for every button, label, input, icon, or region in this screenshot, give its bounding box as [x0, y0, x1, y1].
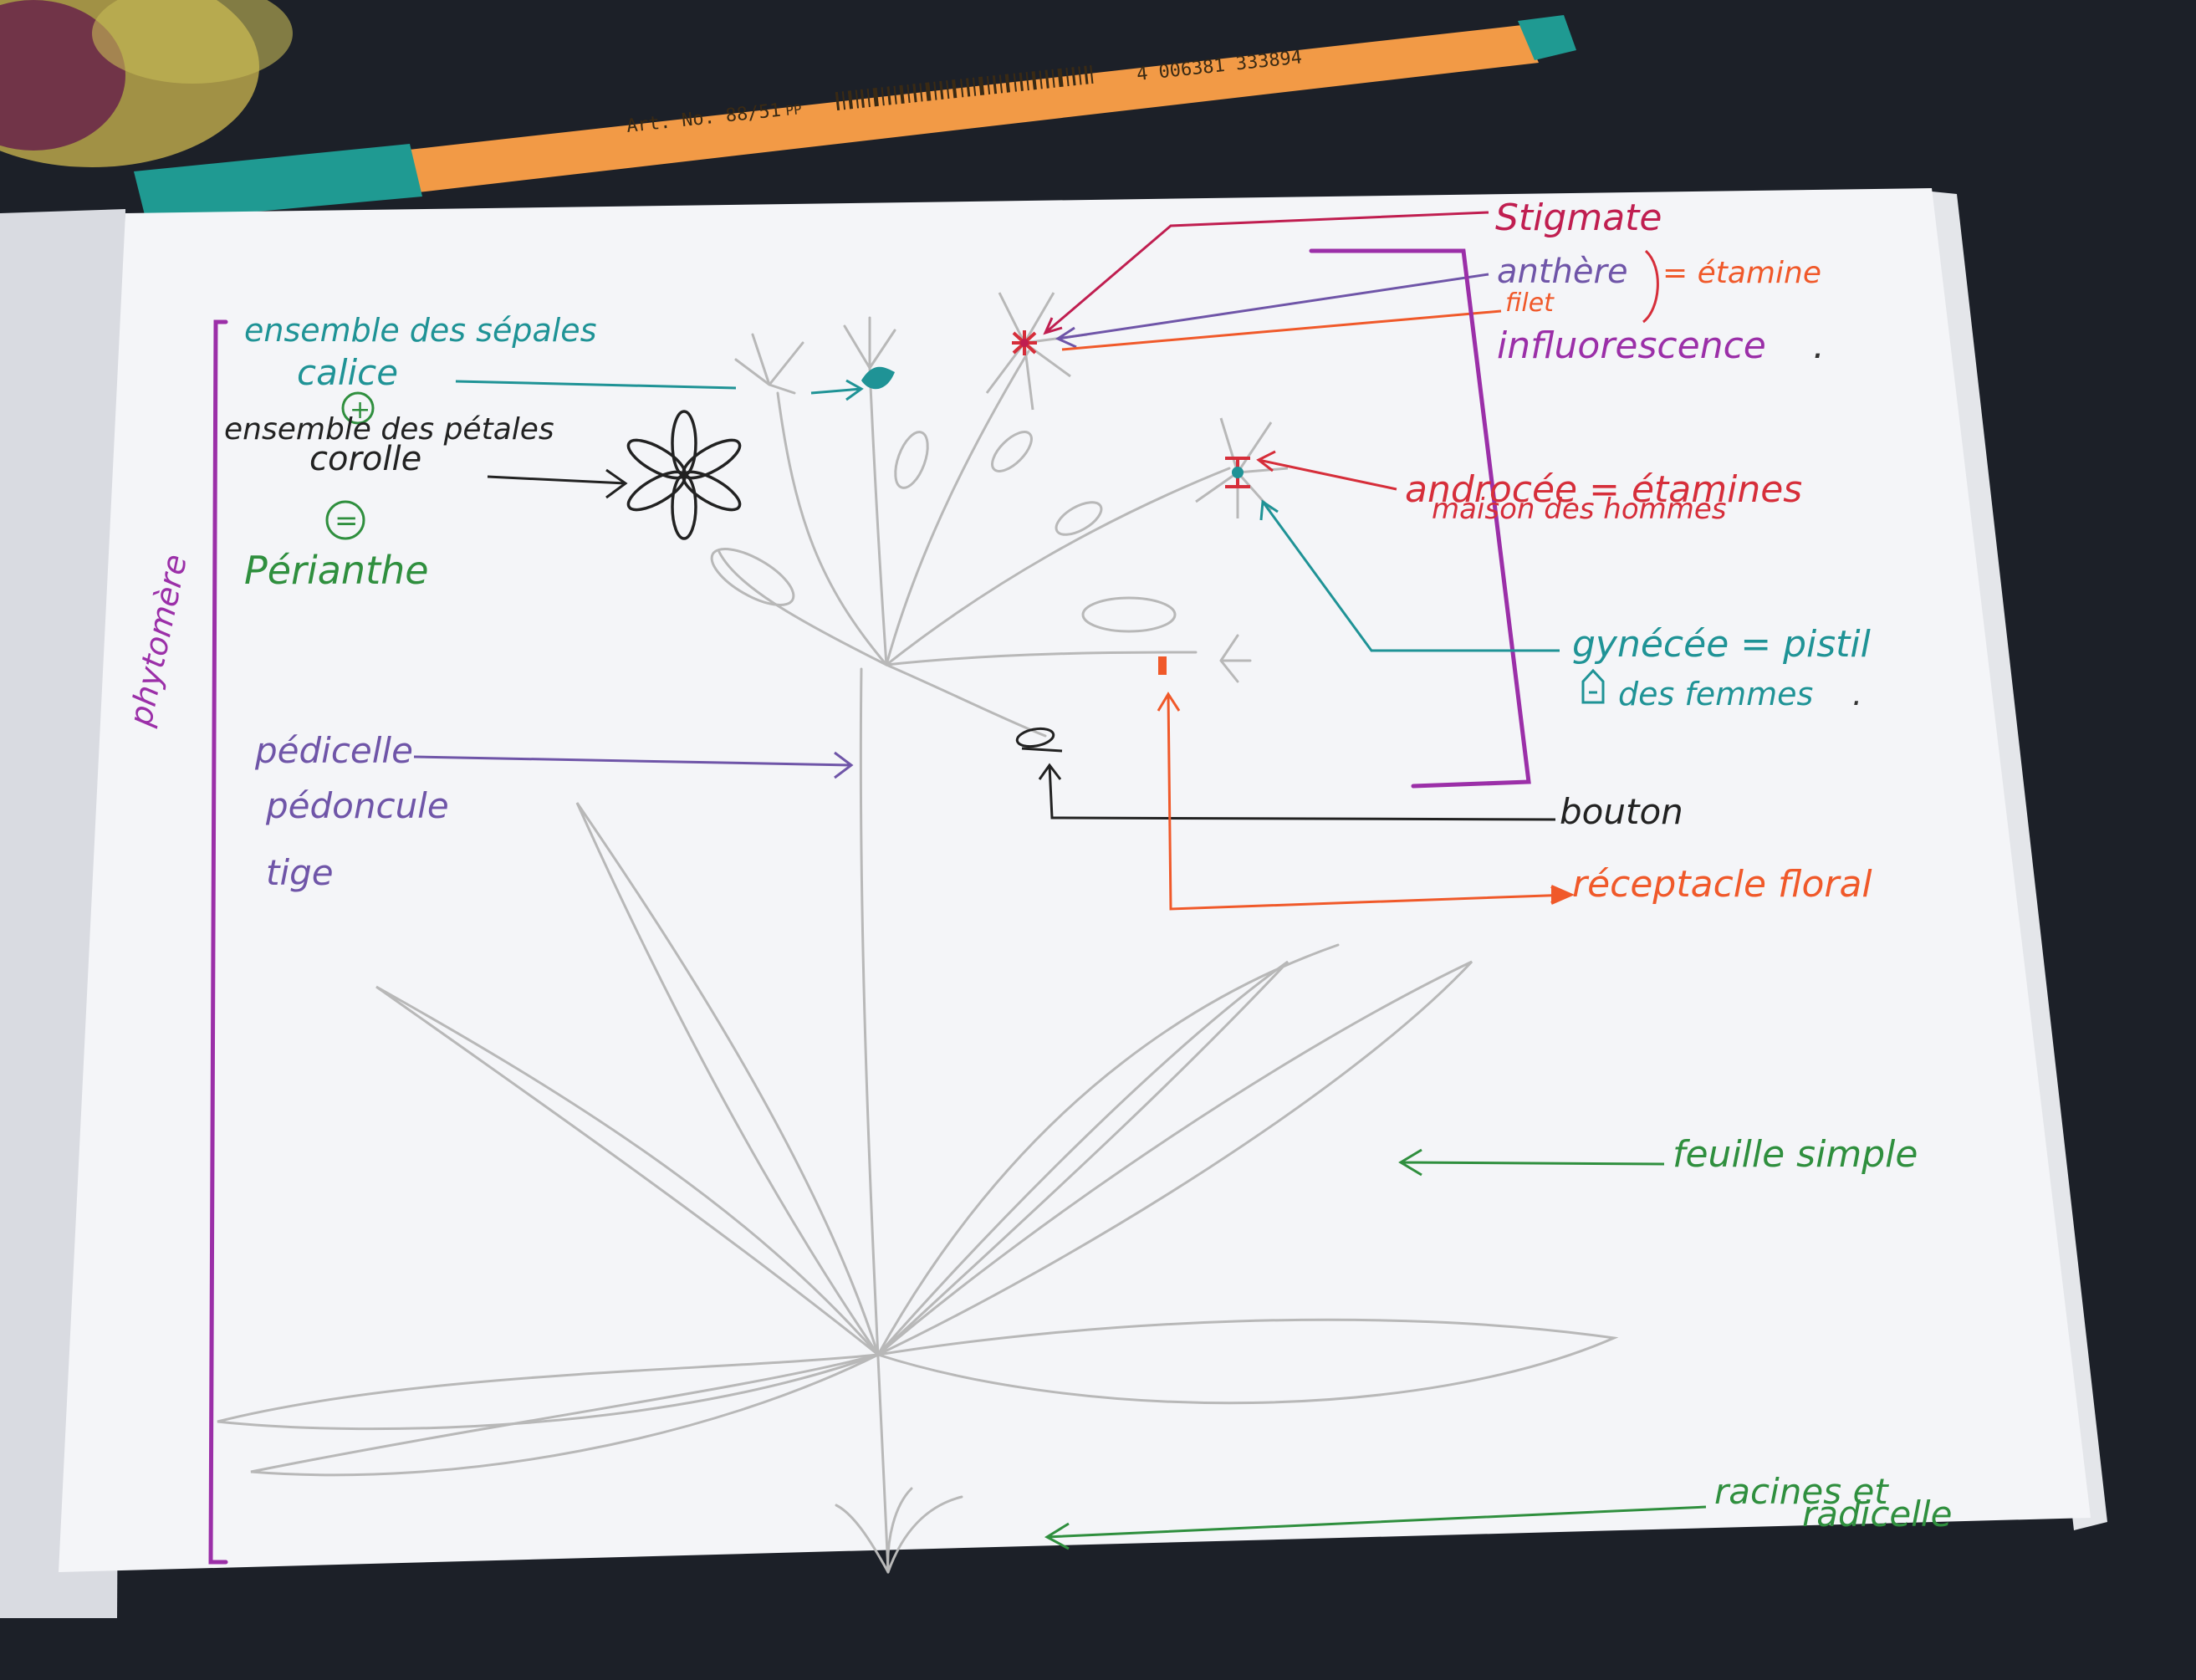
calyx-drawing	[861, 366, 895, 390]
femmes-label: des femmes	[1618, 676, 1813, 712]
leaf-4	[876, 960, 1473, 1356]
corolle-label: corolle	[309, 440, 421, 478]
house-icon	[1581, 668, 1605, 704]
stigmate-line	[1043, 211, 1489, 335]
stigmate-label: Stigmate	[1495, 197, 1662, 239]
roots	[835, 1487, 963, 1574]
bud-drawing	[1015, 727, 1063, 753]
receptacle-label: réceptacle floral	[1572, 863, 1872, 906]
pen-end-cap	[1518, 15, 1576, 60]
pedicelle-arrow	[413, 751, 854, 779]
pedoncule-label: pédoncule	[265, 785, 449, 826]
pen-cap	[134, 144, 422, 222]
paper-sheet	[59, 188, 2091, 1572]
perianthe-label: Périanthe	[244, 548, 429, 593]
flower-fabric-pattern	[0, 0, 293, 167]
second-flower-drawing	[1195, 417, 1289, 518]
gynecee-arrow	[1259, 499, 1560, 652]
pen: Art. No. 88/51 PP	[134, 15, 1576, 222]
sepales-label: ensemble des sépales	[244, 312, 597, 349]
feuille-arrow	[1398, 1148, 1665, 1177]
leaf-3	[876, 960, 1290, 1356]
calice-arrow-2	[810, 379, 864, 401]
pen-body	[401, 25, 1539, 192]
etamine-brace	[1642, 249, 1659, 324]
feuille-label: feuille simple	[1673, 1133, 1918, 1176]
corolla-flower-icon	[626, 410, 742, 540]
racines-label: racines et	[1714, 1471, 1889, 1512]
calice-label: calice	[297, 352, 398, 393]
equals-circle	[325, 500, 365, 540]
plus-circle	[341, 391, 375, 425]
inflorescence-label: influorescence	[1497, 324, 1766, 367]
inflorescence-bracket	[1309, 248, 1531, 789]
corolle-arrow	[487, 468, 628, 499]
inflorescence-ray	[868, 366, 888, 666]
phytomere-bracket	[208, 319, 228, 1565]
radicelle-label: radicelle	[1802, 1494, 1952, 1534]
racines-arrow	[1044, 1505, 1707, 1550]
femmes-dot: .	[1852, 676, 1862, 712]
androcee-arrow	[1256, 450, 1397, 491]
filet-label: filet	[1505, 289, 1555, 318]
pedicelle-label: pédicelle	[254, 730, 413, 771]
inflorescence-dot: .	[1813, 324, 1825, 367]
receptacle-arrow	[1157, 692, 1571, 911]
petales-label: ensemble des pétales	[224, 412, 554, 447]
leaf-5	[876, 1318, 1619, 1405]
main-stem	[859, 667, 890, 1574]
leaf-2	[375, 985, 880, 1356]
etamine-label: = étamine	[1662, 256, 1821, 290]
leaf-6	[217, 1353, 880, 1431]
equals-sign: =	[335, 504, 359, 538]
maison-hommes-label: maison des hommes	[1432, 493, 1727, 526]
pen-pp-badge: PP	[784, 101, 802, 119]
bouton-label: bouton	[1560, 791, 1683, 832]
filet-line	[1061, 309, 1502, 351]
gynecee-label: gynécée = pistil	[1572, 623, 1872, 666]
receptacle-mark	[1158, 656, 1167, 675]
notebook	[0, 188, 2107, 1618]
pen-barcode	[835, 64, 1094, 111]
anthere-line	[1055, 273, 1489, 349]
tige-label: tige	[266, 852, 334, 893]
leaf-1	[575, 802, 880, 1356]
bouton-arrow	[1038, 763, 1556, 821]
leaf-7	[250, 1353, 880, 1477]
plus-sign: +	[350, 396, 370, 425]
androcee-label: androcée = étamines	[1405, 468, 1802, 511]
calice-arrow	[455, 380, 737, 390]
anthere-label: anthère	[1497, 253, 1628, 291]
